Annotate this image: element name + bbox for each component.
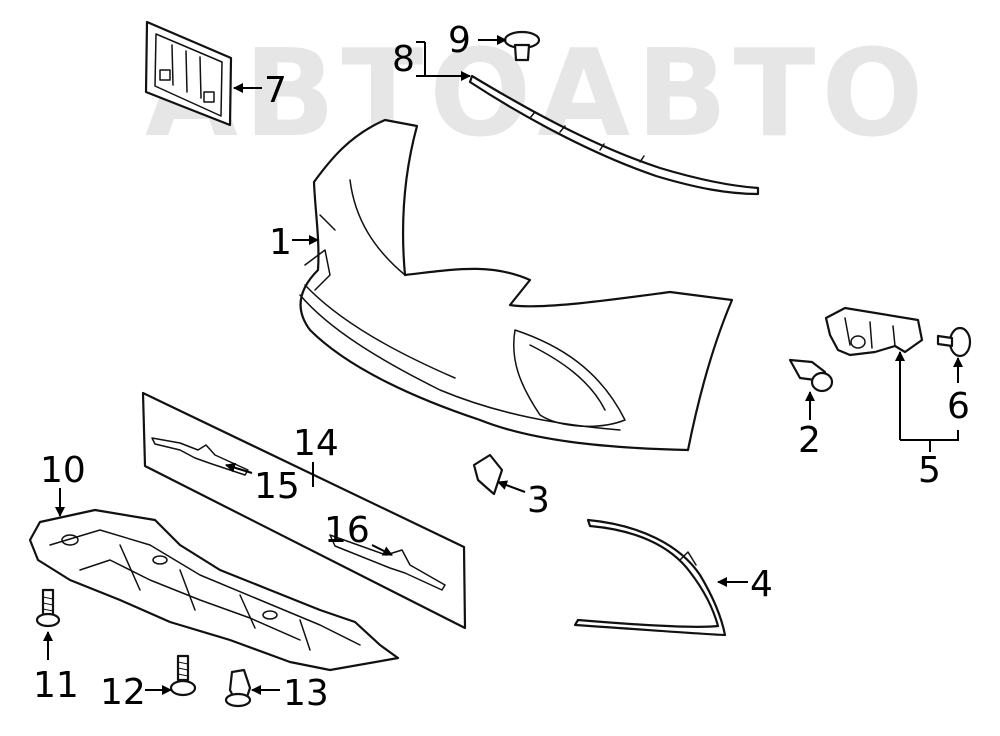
part-small-cover <box>472 453 504 496</box>
leader-5-bracket <box>900 430 959 441</box>
part-clip-6 <box>936 326 972 358</box>
callout-11: 11 <box>33 665 79 706</box>
callout-10: 10 <box>40 450 86 491</box>
part-license-bracket <box>144 20 233 127</box>
callout-3: 3 <box>527 480 550 521</box>
part-bolt-11 <box>35 588 61 628</box>
part-side-bracket <box>824 306 924 357</box>
leader-16 <box>371 544 393 556</box>
leader-3 <box>497 480 526 493</box>
callout-14: 14 <box>293 423 339 464</box>
part-push-clip-13 <box>224 668 252 708</box>
callout-9: 9 <box>448 20 471 61</box>
callout-8: 8 <box>392 39 415 80</box>
leader-lines <box>43 35 963 695</box>
watermark-text: АВТОАВТО <box>145 25 929 164</box>
watermark-logo: АВТОАВТО <box>145 25 929 164</box>
callout-4: 4 <box>750 564 773 605</box>
callout-6: 6 <box>947 386 970 427</box>
part-retainer-2 <box>788 358 834 393</box>
part-under-cover <box>28 508 400 672</box>
part-molding-strip <box>468 74 760 196</box>
callout-7: 7 <box>264 70 287 111</box>
callout-16: 16 <box>324 510 370 551</box>
callout-labels: 1 2 3 4 5 6 7 8 9 10 11 12 13 14 15 16 <box>33 20 970 714</box>
part-kit-panel-14 <box>141 391 467 630</box>
part-clip-9 <box>503 30 541 62</box>
callout-15: 15 <box>254 466 300 507</box>
callout-1: 1 <box>269 222 292 263</box>
part-bumper-cover <box>299 118 734 452</box>
part-garnish-molding <box>573 518 727 637</box>
callout-2: 2 <box>798 420 821 461</box>
callout-5: 5 <box>918 450 941 491</box>
part-bolt-12 <box>169 654 197 697</box>
callout-12: 12 <box>100 672 146 713</box>
callout-13: 13 <box>283 673 329 714</box>
leader-15 <box>225 462 253 474</box>
